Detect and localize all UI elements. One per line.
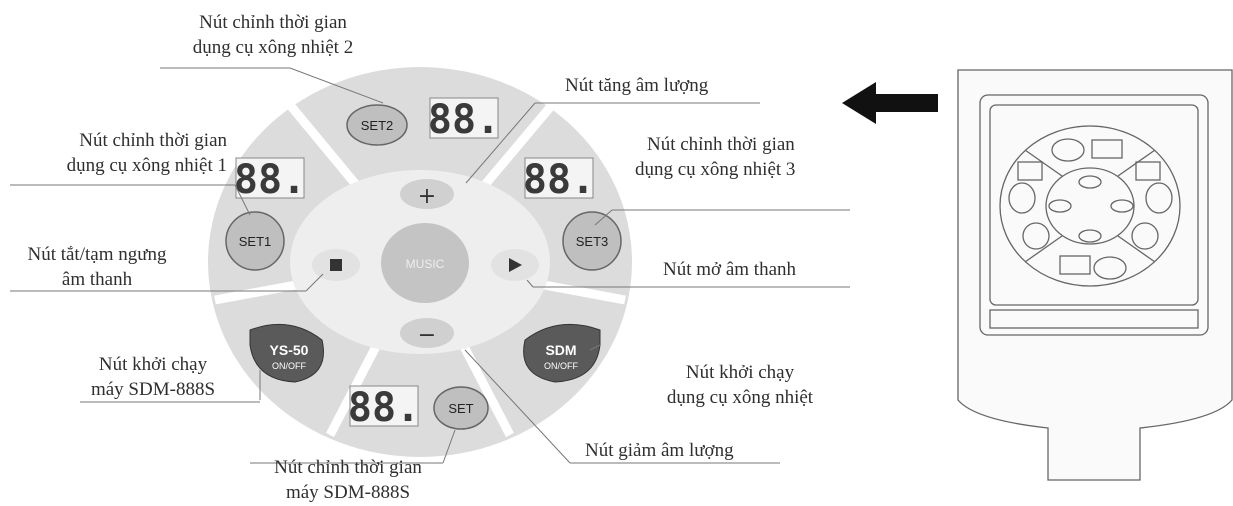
svg-text:88.: 88. — [523, 157, 595, 203]
svg-text:YS-50: YS-50 — [270, 342, 309, 358]
svg-text:88.: 88. — [428, 97, 500, 143]
set-button[interactable]: SET — [433, 386, 489, 430]
set1-button[interactable]: SET1 — [225, 211, 285, 271]
label-ys50-start: Nút khởi chạy máy SDM-888S — [68, 352, 238, 402]
svg-text:SDM: SDM — [545, 342, 576, 358]
svg-text:MUSIC: MUSIC — [406, 257, 445, 271]
label-set2-line2: dụng cụ xông nhiệt 2 — [192, 37, 354, 58]
leader-lines — [10, 67, 850, 464]
play-button[interactable] — [491, 249, 539, 281]
label-stop-line1: Nút tắt/tạm ngưng — [27, 244, 167, 265]
label-set1-timer: Nút chỉnh thời gian dụng cụ xông nhiệt 1 — [5, 128, 227, 178]
svg-text:88.: 88. — [234, 157, 306, 203]
label-sdm-line2: dụng cụ xông nhiệt — [666, 387, 814, 408]
label-set1-line1: Nút chỉnh thời gian — [79, 130, 227, 151]
label-play-sound: Nút mở âm thanh — [663, 259, 796, 280]
label-ys50-line1: Nút khởi chạy — [98, 354, 208, 375]
label-set3-timer: Nút chỉnh thời gian dụng cụ xông nhiệt 3 — [635, 132, 795, 182]
stop-icon — [330, 259, 342, 271]
label-set2-timer: Nút chỉnh thời gian dụng cụ xông nhiệt 2 — [158, 10, 388, 60]
display-right: 88. — [523, 157, 595, 203]
svg-text:ON/OFF: ON/OFF — [272, 361, 306, 371]
label-ys50-line2: máy SDM-888S — [90, 379, 216, 400]
svg-text:88.: 88. — [348, 385, 420, 431]
label-set3-line1: Nút chỉnh thời gian — [647, 134, 795, 155]
remote-illustration — [957, 69, 1233, 481]
svg-text:−: − — [418, 323, 436, 348]
sdm-onoff-button[interactable]: SDM ON/OFF — [523, 323, 601, 383]
volume-down-button[interactable]: − — [400, 318, 454, 348]
music-button[interactable]: MUSIC — [381, 223, 469, 303]
svg-text:SET1: SET1 — [239, 234, 272, 249]
svg-text:+: + — [418, 184, 436, 209]
display-left: 88. — [234, 157, 306, 203]
label-stop-sound: Nút tắt/tạm ngưng âm thanh — [2, 242, 192, 292]
ys50-onoff-button[interactable]: YS-50 ON/OFF — [249, 323, 324, 383]
svg-text:SET3: SET3 — [576, 234, 609, 249]
svg-text:ON/OFF: ON/OFF — [544, 361, 578, 371]
svg-text:SET2: SET2 — [361, 118, 394, 133]
label-set1-line2: dụng cụ xông nhiệt 1 — [66, 155, 227, 176]
label-sdm-line1: Nút khởi chạy — [685, 362, 795, 383]
label-set2-line1: Nút chỉnh thời gian — [199, 12, 347, 33]
stop-button[interactable] — [312, 249, 360, 281]
arrow-left-icon — [842, 82, 938, 124]
display-bottom: 88. — [348, 385, 420, 431]
label-volume-down: Nút giảm âm lượng — [585, 440, 734, 461]
play-icon — [509, 258, 522, 272]
label-set-timer: Nút chỉnh thời gian máy SDM-888S — [228, 455, 468, 505]
label-set3-line2: dụng cụ xông nhiệt 3 — [635, 159, 796, 180]
label-stop-line2: âm thanh — [61, 269, 133, 290]
svg-text:SET: SET — [448, 401, 473, 416]
label-volume-up: Nút tăng âm lượng — [565, 75, 709, 96]
label-set-line1: Nút chỉnh thời gian — [274, 457, 422, 478]
label-sdm-start: Nút khởi chạy dụng cụ xông nhiệt — [640, 360, 840, 410]
set2-button[interactable]: SET2 — [346, 104, 408, 146]
set3-button[interactable]: SET3 — [562, 211, 622, 271]
volume-up-button[interactable]: + — [400, 179, 454, 209]
label-set-line2: máy SDM-888S — [285, 482, 411, 503]
display-top: 88. — [428, 97, 500, 143]
